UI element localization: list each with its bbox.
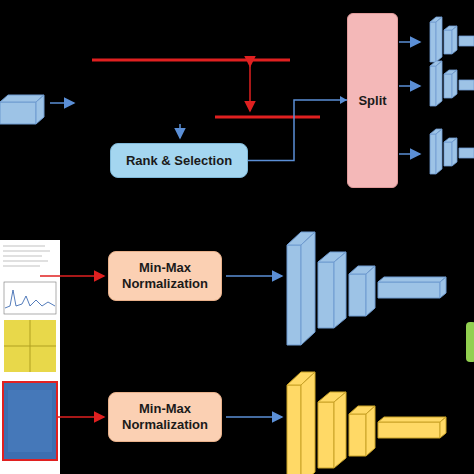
node-label: Rank & Selection <box>126 153 232 169</box>
split-arrows <box>399 42 420 154</box>
process-box: Min-Max Normalization <box>108 251 222 301</box>
fusion-block <box>466 322 474 362</box>
input-block <box>0 95 44 124</box>
node-label: Min-Max Normalization <box>115 260 215 291</box>
cnn-yellow <box>287 372 446 474</box>
threshold-lines <box>92 60 320 117</box>
process-box: Min-Max Normalization <box>108 392 222 442</box>
gap-arrow <box>249 66 251 111</box>
process-box: Rank & Selection <box>110 143 248 178</box>
cnn-blue <box>287 232 446 345</box>
split-box: Split <box>347 13 398 188</box>
screenshot <box>0 240 60 474</box>
small-network <box>430 17 474 174</box>
input-arrows <box>40 276 104 417</box>
down-arrow <box>179 124 181 138</box>
input-arrow <box>50 102 74 104</box>
node-label: Split <box>358 93 386 109</box>
connector <box>248 96 347 161</box>
node-label: Min-Max Normalization <box>115 401 215 432</box>
norm-arrows <box>226 276 282 417</box>
